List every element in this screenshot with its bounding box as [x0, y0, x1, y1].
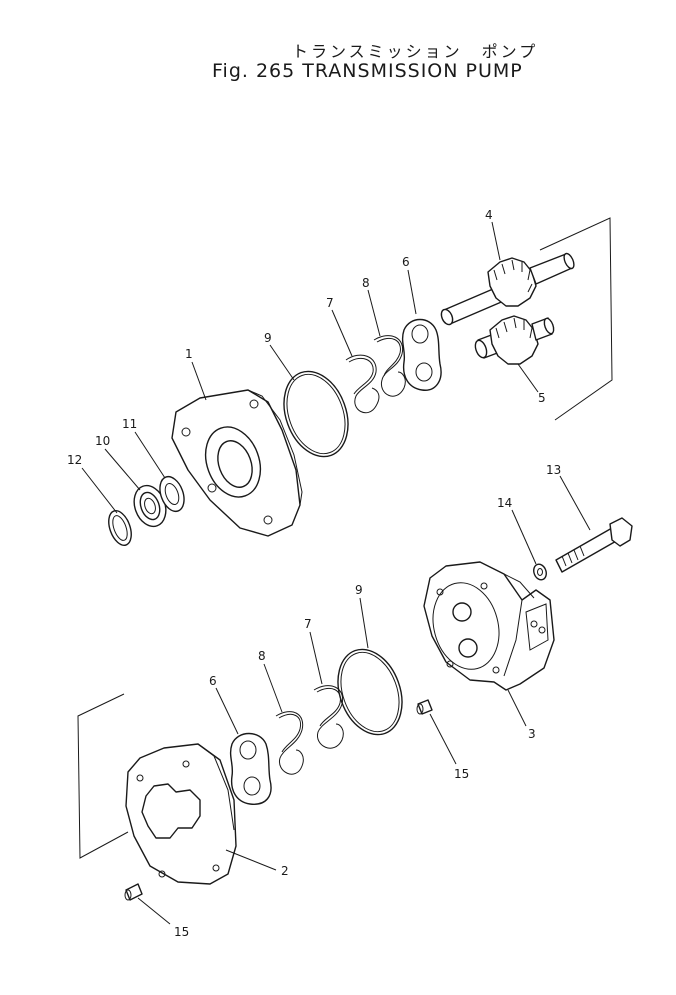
- reference-bracket-upper: [539, 217, 613, 421]
- dowel-pin-part-15-left: [124, 883, 171, 925]
- bearing-part-10: [104, 448, 167, 528]
- callout-8-upper: 8: [362, 276, 370, 290]
- figure-title: Fig. 265 TRANSMISSION PUMP: [212, 60, 523, 82]
- callout-15-left: 15: [174, 925, 189, 939]
- callout-7-lower: 7: [304, 617, 312, 631]
- thrust-plate-part-6-upper: [401, 269, 442, 391]
- reference-bracket-lower: [77, 693, 129, 859]
- callout-6-lower: 6: [209, 674, 217, 688]
- pump-housing-part-1: [171, 361, 303, 537]
- callout-9-lower: 9: [355, 583, 363, 597]
- spring-seal-part-8-lower: [263, 663, 304, 775]
- callout-3: 3: [528, 727, 536, 741]
- figure-title-japanese: トランスミッション ポンプ: [292, 42, 539, 61]
- seal-part-11: [134, 431, 185, 513]
- pump-cover-part-3: [423, 561, 555, 727]
- callout-5: 5: [538, 391, 546, 405]
- spring-seal-part-8-upper: [367, 289, 406, 397]
- dowel-pin-part-15-right: [416, 699, 457, 765]
- callout-12: 12: [67, 453, 82, 467]
- callout-9-upper: 9: [264, 331, 272, 345]
- o-ring-part-9-lower: [337, 597, 403, 736]
- snap-ring-part-12: [81, 467, 132, 546]
- callout-2: 2: [281, 864, 289, 878]
- driven-gear-part-5: [474, 315, 555, 393]
- callout-11: 11: [122, 417, 137, 431]
- callout-7-upper: 7: [326, 296, 334, 310]
- thrust-plate-part-6-lower: [215, 687, 272, 805]
- callout-4: 4: [485, 208, 493, 222]
- spring-seal-part-7-upper: [331, 309, 380, 414]
- gear-case-part-2: [125, 743, 277, 885]
- callout-10: 10: [95, 434, 110, 448]
- bolt-part-13: [555, 475, 633, 573]
- callout-6-upper: 6: [402, 255, 410, 269]
- washer-part-14: [511, 509, 547, 581]
- callout-8-lower: 8: [258, 649, 266, 663]
- o-ring-part-9-upper: [269, 344, 349, 458]
- drive-gear-shaft-part-4: [440, 221, 575, 326]
- callout-14: 14: [497, 496, 512, 510]
- callout-1: 1: [185, 347, 193, 361]
- callout-13: 13: [546, 463, 561, 477]
- spring-seal-part-7-lower: [309, 631, 344, 749]
- callout-15-right: 15: [454, 767, 469, 781]
